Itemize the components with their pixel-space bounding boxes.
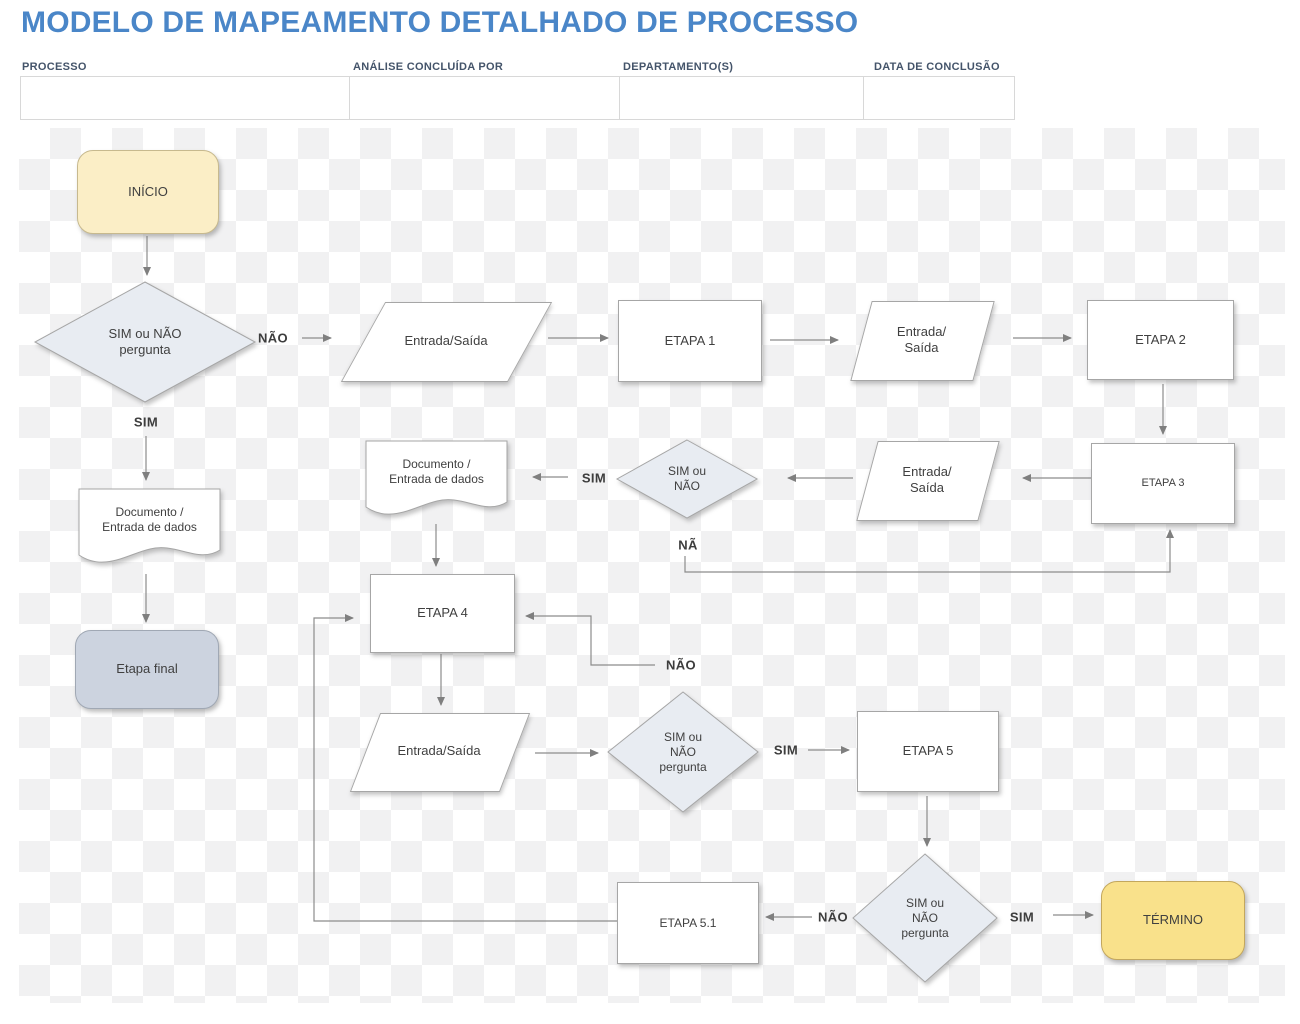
field-input-departamento[interactable] bbox=[619, 76, 866, 120]
field-label-analise: ANÁLISE CONCLUÍDA POR bbox=[353, 61, 504, 73]
node-io-2: Entrada/ Saída bbox=[850, 301, 995, 381]
node-etapa-5: ETAPA 5 bbox=[857, 711, 999, 792]
field-input-processo[interactable] bbox=[20, 76, 352, 120]
node-decision-3: SIM ou NÃO pergunta bbox=[607, 691, 759, 813]
edge-label-nao-to-etapa4: NÃO bbox=[665, 657, 697, 673]
field-label-departamento: DEPARTAMENTO(S) bbox=[623, 61, 734, 73]
node-document-mid: Documento / Entrada de dados bbox=[365, 440, 508, 526]
edge-label-sim-d2: SIM bbox=[581, 470, 607, 486]
edge-label-nao-d1: NÃO bbox=[257, 330, 289, 346]
flowchart-canvas: INÍCIO Etapa final TÉRMINO ETAPA 1 ETAPA… bbox=[19, 128, 1285, 1003]
node-etapa-5-1: ETAPA 5.1 bbox=[617, 882, 759, 964]
node-io-1: Entrada/Saída bbox=[340, 302, 553, 382]
node-decision-4: SIM ou NÃO pergunta bbox=[852, 853, 998, 983]
node-document-left: Documento / Entrada de dados bbox=[78, 488, 221, 574]
node-decision-2: SIM ou NÃO bbox=[615, 439, 759, 519]
field-input-analise[interactable] bbox=[349, 76, 622, 120]
page-title: MODELO DE MAPEAMENTO DETALHADO DE PROCES… bbox=[21, 6, 859, 39]
node-etapa-3: ETAPA 3 bbox=[1091, 443, 1235, 524]
node-etapa-4: ETAPA 4 bbox=[370, 574, 515, 653]
edge-label-sim-d3: SIM bbox=[773, 742, 799, 758]
edge-label-na-feedback: NÃ bbox=[678, 537, 698, 553]
node-decision-1: SIM ou NÃO pergunta bbox=[33, 281, 257, 403]
node-termino: TÉRMINO bbox=[1101, 881, 1245, 960]
node-io-3: Entrada/ Saída bbox=[856, 441, 1000, 521]
field-label-data: DATA DE CONCLUSÃO bbox=[874, 61, 1000, 73]
node-etapa-1: ETAPA 1 bbox=[618, 300, 762, 382]
field-label-processo: PROCESSO bbox=[22, 61, 87, 73]
edge-label-sim-d1: SIM bbox=[133, 414, 159, 430]
flow-connectors bbox=[142, 236, 1174, 922]
node-inicio: INÍCIO bbox=[77, 150, 219, 234]
edge-label-nao-d4: NÃO bbox=[817, 909, 849, 925]
node-etapa-2: ETAPA 2 bbox=[1087, 300, 1234, 380]
node-etapa-final: Etapa final bbox=[75, 630, 219, 709]
edge-label-sim-d4: SIM bbox=[1009, 909, 1035, 925]
node-io-4: Entrada/Saída bbox=[349, 713, 531, 792]
field-input-data[interactable] bbox=[863, 76, 1015, 120]
